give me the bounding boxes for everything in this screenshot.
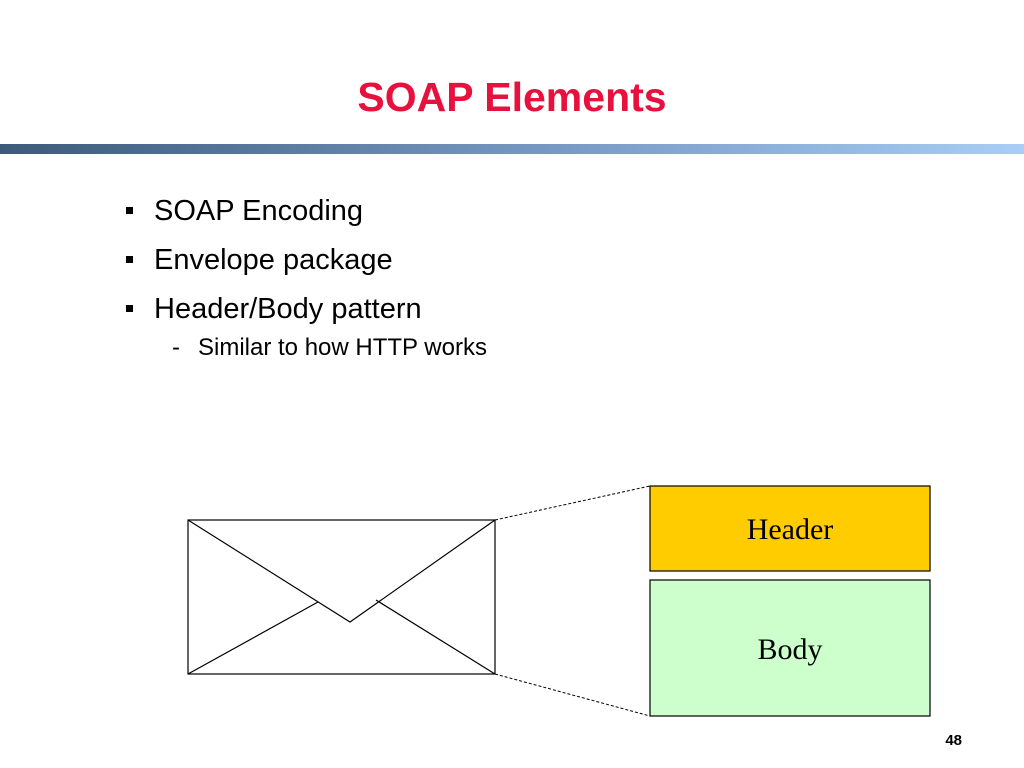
sub-bullet-item: - Similar to how HTTP works bbox=[120, 331, 487, 365]
header-box bbox=[649, 485, 931, 572]
bullet-text: Header/Body pattern bbox=[154, 293, 422, 325]
sub-bullet-text: Similar to how HTTP works bbox=[198, 334, 487, 361]
connector-line-top bbox=[494, 485, 651, 521]
title-divider bbox=[0, 144, 1024, 154]
square-bullet-icon bbox=[126, 256, 133, 263]
bullet-text: Envelope package bbox=[154, 244, 393, 276]
bullet-item: Envelope package bbox=[120, 241, 487, 290]
bullet-list: SOAP Encoding Envelope package Header/Bo… bbox=[120, 192, 487, 365]
square-bullet-icon bbox=[126, 305, 133, 312]
bullet-item: SOAP Encoding bbox=[120, 192, 487, 241]
square-bullet-icon bbox=[126, 207, 133, 214]
header-box-label: Header bbox=[746, 513, 834, 546]
dash-bullet-marker: - bbox=[172, 334, 180, 361]
slide-title: SOAP Elements bbox=[357, 74, 667, 120]
body-box-label: Body bbox=[757, 633, 823, 666]
envelope-icon bbox=[187, 519, 496, 675]
connector-line-bottom bbox=[494, 673, 651, 717]
bullet-text: SOAP Encoding bbox=[154, 195, 364, 227]
page-number: 48 bbox=[945, 732, 962, 749]
bullet-item: Header/Body pattern bbox=[120, 290, 487, 339]
body-box bbox=[649, 579, 931, 717]
